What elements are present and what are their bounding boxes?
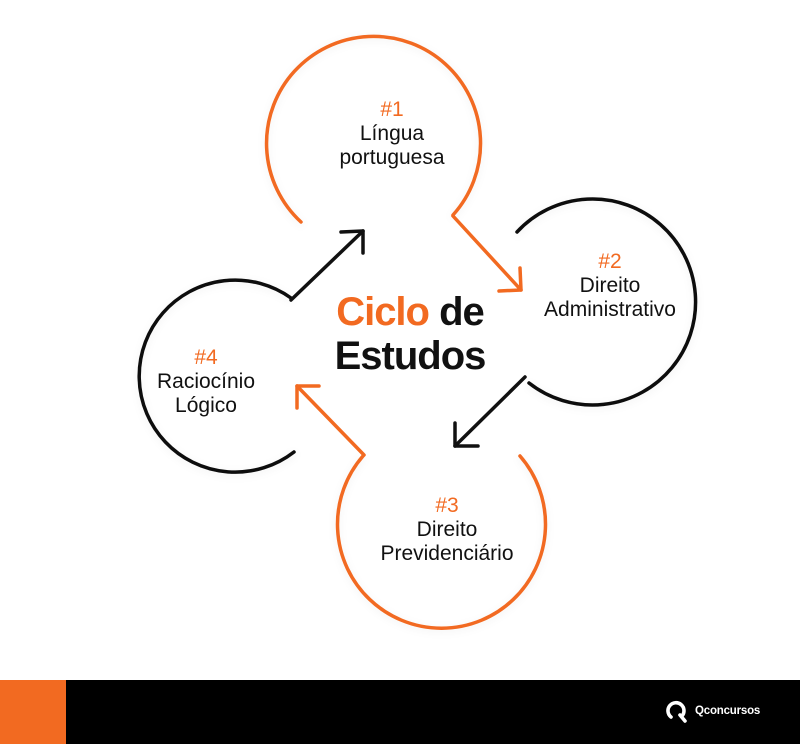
- stage-name-line-2: Lógico: [175, 394, 237, 417]
- title-part-ciclo: Ciclo: [336, 290, 430, 334]
- stage-name-line-1: Direito: [579, 274, 641, 297]
- arrow-4-to-1-icon: [289, 229, 365, 302]
- footer-accent-block: [0, 680, 66, 744]
- qconcursos-logo-icon: [666, 700, 687, 723]
- stage-4-label: #4 Raciocínio Lógico: [96, 346, 316, 418]
- stage-number: #3: [435, 494, 459, 517]
- stage-name-line-2: portuguesa: [339, 146, 445, 169]
- cycle-arc-2: [515, 197, 698, 407]
- cycle-arc-3: [335, 454, 548, 630]
- arrow-2-to-3-icon: [453, 375, 527, 448]
- stage-name-line-1: Língua: [359, 122, 425, 145]
- arrow-3-to-4-icon: [295, 384, 366, 457]
- brand-logo: Qconcursos: [665, 698, 760, 724]
- cycle-arc-1: [264, 34, 483, 224]
- title-part-de: de: [439, 290, 485, 334]
- diagram-title: Ciclo de Estudos: [290, 290, 530, 378]
- stage-3-label: #3 Direito Previdenciário: [337, 494, 557, 566]
- stage-name-line-1: Direito: [416, 518, 478, 541]
- stage-name-line-1: Raciocínio: [156, 370, 256, 393]
- stage-number: #4: [194, 346, 218, 369]
- arrow-1-to-2-icon: [451, 214, 523, 293]
- stage-name-line-2: Previdenciário: [380, 542, 514, 565]
- stage-number: #2: [598, 250, 622, 273]
- brand-name: Qconcursos: [695, 705, 761, 717]
- stage-name-line-2: Administrativo: [544, 298, 676, 321]
- title-part-estudos: Estudos: [334, 334, 487, 378]
- study-cycle-diagram: [137, 34, 698, 630]
- stage-2-label: #2 Direito Administrativo: [500, 250, 720, 322]
- stage-number: #1: [380, 98, 404, 121]
- cycle-arc-4: [137, 278, 296, 474]
- stage-1-label: #1 Língua portuguesa: [282, 98, 502, 170]
